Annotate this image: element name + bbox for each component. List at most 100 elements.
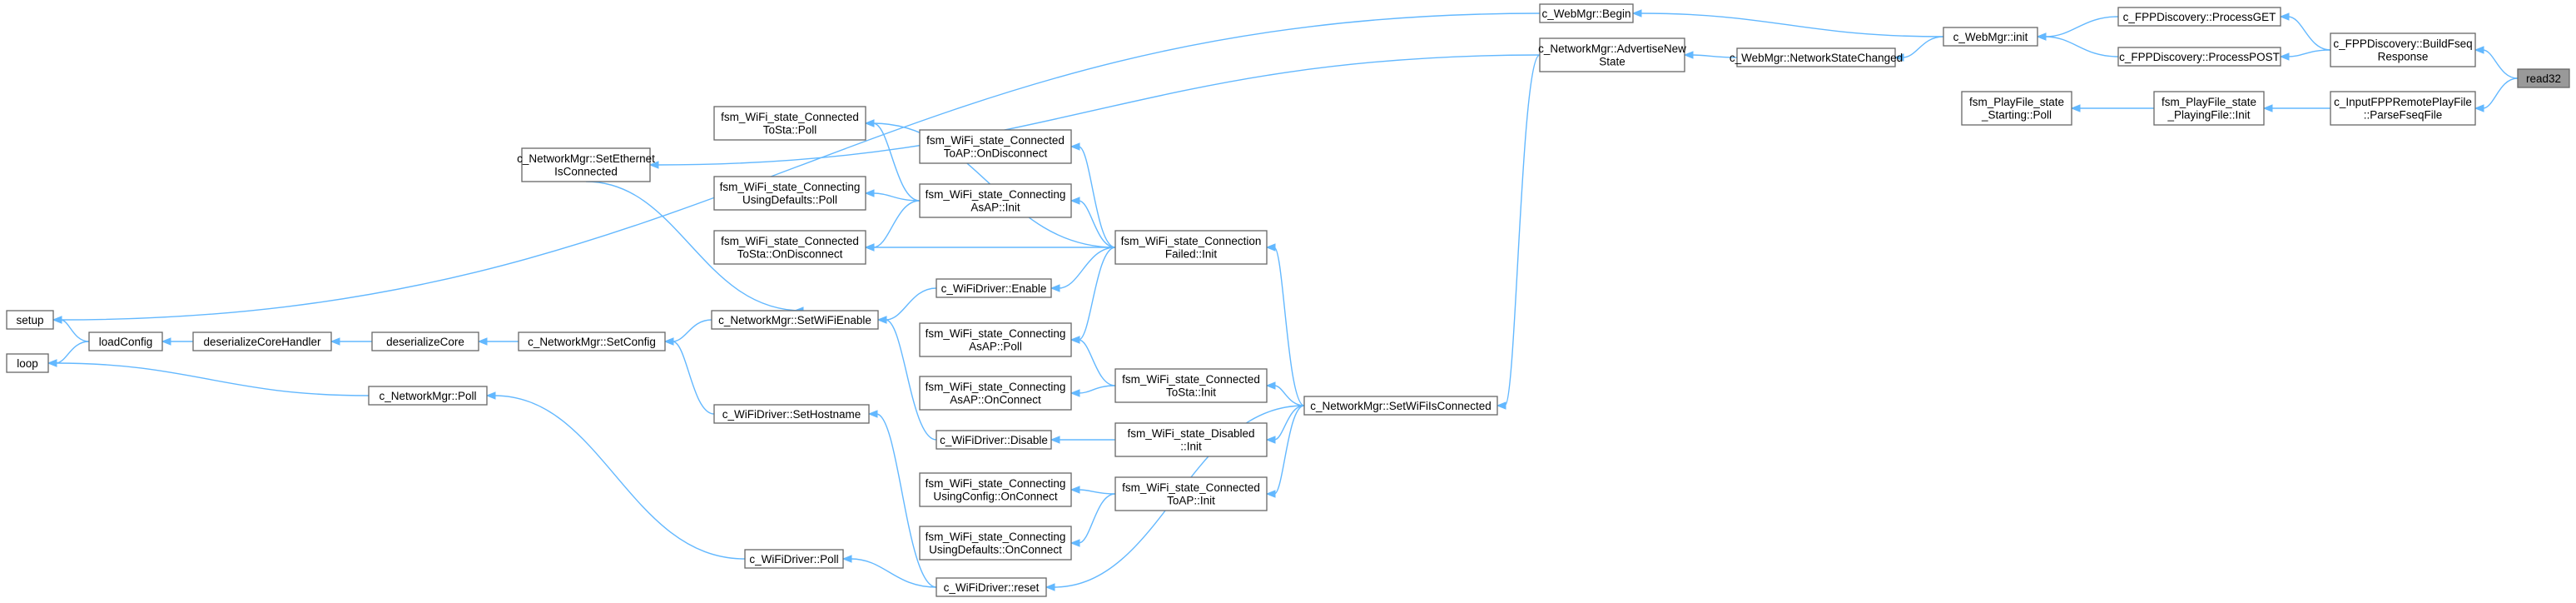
node-disabled-init[interactable]: fsm_WiFi_state_Disabled::Init <box>1114 422 1268 457</box>
node-label: loop <box>17 357 38 370</box>
edge-arrowhead <box>864 189 875 197</box>
edge-line <box>1273 385 1305 406</box>
node-process-get[interactable]: c_FPPDiscovery::ProcessGET <box>2117 7 2281 27</box>
edge-line <box>657 54 1541 166</box>
node-wifi-driver-enable[interactable]: c_WiFiDriver::Enable <box>936 278 1052 298</box>
node-web-mgr-begin[interactable]: c_WebMgr::Begin <box>1539 3 1634 23</box>
node-starting-poll[interactable]: fsm_PlayFile_state_Starting::Poll <box>1961 91 2072 126</box>
node-connected-to-apon-disconnect[interactable]: fsm_WiFi_state_ConnectedToAP::OnDisconne… <box>919 129 1072 164</box>
node-label: c_FPPDiscovery::BuildFseq <box>2333 37 2472 50</box>
node-set-hostname[interactable]: c_WiFiDriver::SetHostname <box>713 404 870 424</box>
node-set-config[interactable]: c_NetworkMgr::SetConfig <box>518 331 666 351</box>
edge-connecting-as-appoll-to-connection-failed-init <box>1070 247 1116 344</box>
node-box <box>88 331 163 351</box>
edge-arrowhead <box>1631 9 1642 17</box>
node-label: c_InputFPPRemotePlayFile <box>2334 96 2472 108</box>
edge-line <box>1078 489 1116 495</box>
node-wifi-driver-disable[interactable]: c_WiFiDriver::Disable <box>936 430 1052 450</box>
node-deserialize-core-handler[interactable]: deserializeCoreHandler <box>192 331 332 351</box>
node-box <box>2153 91 2265 126</box>
node-set-wi-fi-enable[interactable]: c_NetworkMgr::SetWiFiEnable <box>711 310 879 330</box>
node-label: fsm_WiFi_state_Disabled <box>1127 427 1254 440</box>
node-label: fsm_WiFi_state_Connected <box>1122 373 1260 386</box>
node-box <box>711 310 879 330</box>
node-connecting-using-defaults-poll[interactable]: fsm_WiFi_state_ConnectingUsingDefaults::… <box>713 176 866 211</box>
edge-line <box>494 395 746 560</box>
node-label: c_WebMgr::Begin <box>1541 7 1630 20</box>
node-wifi-driver-reset[interactable]: c_WiFiDriver::reset <box>936 577 1047 597</box>
node-label: fsm_WiFi_state_Connecting <box>720 181 861 193</box>
edge-set-hostname-to-wifi-driver-reset <box>867 410 937 588</box>
node-box <box>919 129 1072 164</box>
edge-network-state-changed-to-web-mgr-init <box>1894 36 1944 62</box>
node-box <box>2117 47 2281 67</box>
edge-line <box>1691 54 1738 58</box>
node-network-state-changed[interactable]: c_WebMgr::NetworkStateChanged <box>1730 47 1903 67</box>
node-label: fsm_WiFi_state_Connecting <box>926 477 1066 490</box>
node-connected-to-sta-on-disconnect[interactable]: fsm_WiFi_state_ConnectedToSta::OnDisconn… <box>713 230 866 265</box>
node-box <box>713 404 870 424</box>
edge-line <box>2044 36 2119 57</box>
edge-arrowhead <box>648 161 659 169</box>
node-box <box>1114 368 1268 403</box>
edge-line <box>1078 200 1116 248</box>
edge-arrowhead <box>47 359 57 367</box>
edge-playing-file-init-to-parse-fseq <box>2262 104 2330 112</box>
edge-line <box>60 319 90 342</box>
node-load-config[interactable]: loadConfig <box>88 331 163 351</box>
node-read32[interactable]: read32 <box>2517 68 2570 88</box>
node-playing-file-init[interactable]: fsm_PlayFile_state_PlayingFile::Init <box>2153 91 2265 126</box>
node-label: State <box>1599 56 1626 68</box>
node-label: fsm_WiFi_state_Connected <box>721 111 859 123</box>
node-set-wi-fi-is-connected[interactable]: c_NetworkMgr::SetWiFiIsConnected <box>1303 396 1498 416</box>
node-label: fsm_WiFi_state_Connected <box>721 235 859 247</box>
edge-network-mgr-poll-to-wifi-driver-poll <box>485 391 746 560</box>
node-network-mgr-poll[interactable]: c_NetworkMgr::Poll <box>368 386 488 406</box>
edge-arrowhead <box>1070 336 1080 344</box>
node-loop[interactable]: loop <box>6 353 49 373</box>
node-label: c_NetworkMgr::SetConfig <box>528 336 656 348</box>
edge-line <box>1273 247 1305 406</box>
node-connecting-using-defaults-on-connect[interactable]: fsm_WiFi_state_ConnectingUsingDefaults::… <box>919 526 1072 561</box>
edge-arrowhead <box>864 243 875 252</box>
edge-process-get-to-build-fseq <box>2279 12 2331 51</box>
edge-arrowhead <box>1265 490 1276 498</box>
node-label: Response <box>2378 51 2429 63</box>
edge-connected-to-sta-poll-to-connecting-as-apinit <box>864 119 921 202</box>
edge-arrowhead <box>485 391 496 400</box>
node-box <box>1943 27 2038 47</box>
node-box <box>919 526 1072 561</box>
edge-line <box>1058 247 1116 289</box>
node-deserialize-core[interactable]: deserializeCore <box>371 331 479 351</box>
node-box <box>936 278 1052 298</box>
node-box <box>6 353 49 373</box>
node-box <box>919 322 1072 357</box>
node-process-post[interactable]: c_FPPDiscovery::ProcessPOST <box>2117 47 2281 67</box>
edge-arrowhead <box>1050 436 1060 444</box>
node-connecting-using-config-on-connect[interactable]: fsm_WiFi_state_ConnectingUsingConfig::On… <box>919 472 1072 507</box>
node-parse-fseq[interactable]: c_InputFPPRemotePlayFile::ParseFseqFile <box>2330 91 2476 126</box>
edge-line <box>55 341 90 364</box>
node-web-mgr-init[interactable]: c_WebMgr::init <box>1943 27 2038 47</box>
node-box <box>1114 422 1268 457</box>
edge-starting-poll-to-playing-file-init <box>2070 104 2154 112</box>
edge-arrowhead <box>841 555 852 563</box>
edge-set-ethernet-is-connected-to-advertise-new-state <box>648 54 1541 169</box>
node-label: fsm_WiFi_state_Connection <box>1121 235 1262 247</box>
node-setup[interactable]: setup <box>6 310 54 330</box>
edge-connected-to-sta-on-disconnect-to-connecting-as-apinit <box>864 200 921 252</box>
edge-line <box>55 362 370 396</box>
edge-line <box>872 200 921 248</box>
node-box <box>919 376 1072 411</box>
node-wifi-driver-poll[interactable]: c_WiFiDriver::Poll <box>744 549 844 569</box>
